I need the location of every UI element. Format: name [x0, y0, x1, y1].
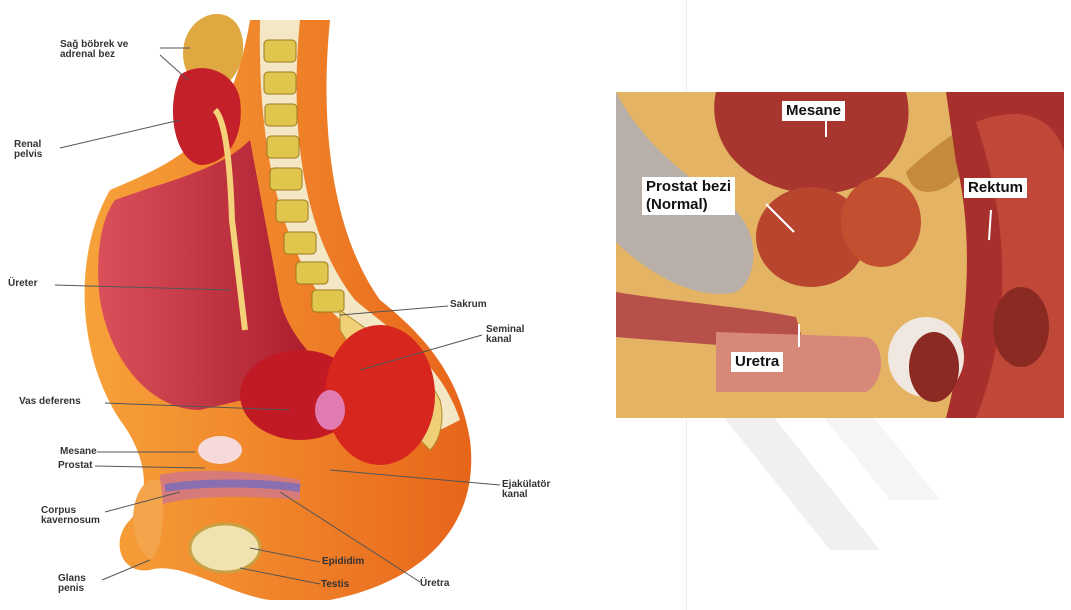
label-testis: Testis: [321, 580, 349, 590]
label-urethra-left: Üretra: [420, 579, 449, 589]
label-prostate-normal: Prostat bezi(Normal): [642, 177, 735, 215]
label-prostate-left: Prostat: [58, 461, 92, 471]
prostate-cross-section-image: [616, 92, 1064, 418]
label-epididymis: Epididim: [322, 557, 364, 567]
label-urethra-right: Uretra: [731, 352, 783, 372]
label-ureter: Üreter: [8, 279, 37, 289]
label-rectum: Rektum: [964, 178, 1027, 198]
label-bladder-left: Mesane: [60, 447, 97, 457]
label-bladder-right: Mesane: [782, 101, 845, 121]
label-vas-deferens: Vas deferens: [19, 397, 81, 407]
label-sacrum: Sakrum: [450, 300, 487, 310]
